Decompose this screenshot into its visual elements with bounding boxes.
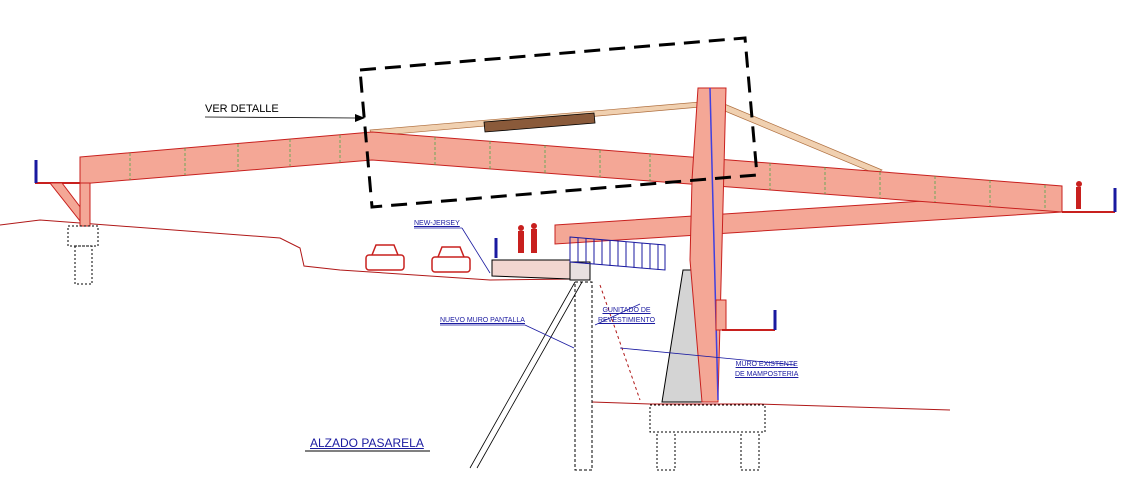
deck-stiffeners [129,135,1046,210]
drawing-title: ALZADO PASARELA [310,436,424,450]
pylon-footing [649,404,766,433]
arrow-head-icon [355,114,365,122]
wall-cap [569,261,591,281]
left-pile [74,245,93,285]
left-footing [67,225,99,247]
detail-hatched-block [483,112,596,133]
existing-wall-label-line2: DE MAMPOSTERIA [735,371,799,378]
detail-callout-box [358,36,759,209]
new-jersey-label: NEW-JERSEY [414,220,460,227]
see-detail-label: VER DETALLE [205,103,279,115]
anchor-rod-1 [469,281,576,469]
car-1 [365,244,405,271]
pile-2 [740,431,760,471]
existing-wall-label: MURO EXISTENTE DE MAMPOSTERIA [735,360,798,380]
new-jersey-barrier-fill [491,259,571,280]
gunite-line [599,284,641,401]
new-screen-wall-label: NUEVO MURO PANTALLA [440,317,525,324]
gunite-label: GUNITADO DE REVESTIMIENTO [598,306,655,326]
existing-wall-label-line1: MURO EXISTENTE [735,361,798,368]
anchor-rod-2 [476,281,583,469]
new-screen-wall [574,281,593,471]
gunite-label-line2: REVESTIMIENTO [598,317,656,324]
terrain-line-upper [0,219,576,281]
blue-railing [569,236,666,271]
terrain-line-lower [591,401,951,411]
pile-1 [656,431,676,471]
pylon-axis [709,87,719,401]
gunite-label-line1: GUNITADO DE [602,307,651,314]
leader-lines [204,114,796,366]
car-2 [431,246,471,273]
upper-deck-beam [79,131,1063,213]
pylon-bracket [715,299,727,331]
pedestrians [518,181,1082,253]
left-column [79,182,91,227]
